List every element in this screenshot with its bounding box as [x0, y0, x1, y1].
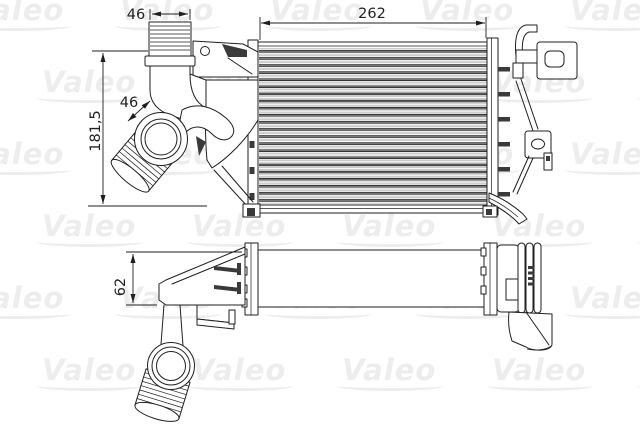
mount-bracket-top — [536, 41, 578, 80]
bracket-hole — [200, 46, 210, 56]
dim-overall-height: 181,5 — [88, 50, 207, 207]
dim-inlet-diameter: 46 — [120, 95, 151, 122]
mount-hole-mid — [531, 138, 545, 150]
dim-core-width: 262 — [259, 6, 487, 40]
bottom-inlet-pipe — [134, 304, 236, 422]
right-side-plate — [486, 37, 510, 216]
inlet-pipe — [110, 112, 188, 193]
top-hose-port — [144, 21, 196, 67]
right-tank-assembly — [482, 24, 578, 225]
core-band — [257, 249, 486, 308]
core — [249, 41, 494, 214]
left-tank-assembly — [110, 21, 261, 218]
bottom-outlet — [508, 311, 553, 351]
bottom-left-tank — [158, 246, 246, 306]
dim-top-port-width: 46 — [127, 7, 191, 23]
bottom-right-tank — [496, 242, 553, 351]
dim-label-inlet-diameter: 46 — [120, 95, 138, 111]
dim-label-core-depth: 62 — [113, 278, 129, 296]
mount-bracket-mid — [524, 130, 552, 159]
dim-core-depth: 62 — [113, 251, 242, 306]
bottom-view: 62 — [113, 242, 553, 422]
dim-label-overall-height: 181,5 — [88, 110, 104, 152]
mount-slot-top — [544, 50, 565, 68]
front-view: 46 262 181,5 — [88, 6, 578, 225]
dim-label-top-port: 46 — [127, 7, 145, 23]
support-arm — [179, 105, 235, 141]
dim-label-core-width: 262 — [358, 6, 386, 22]
